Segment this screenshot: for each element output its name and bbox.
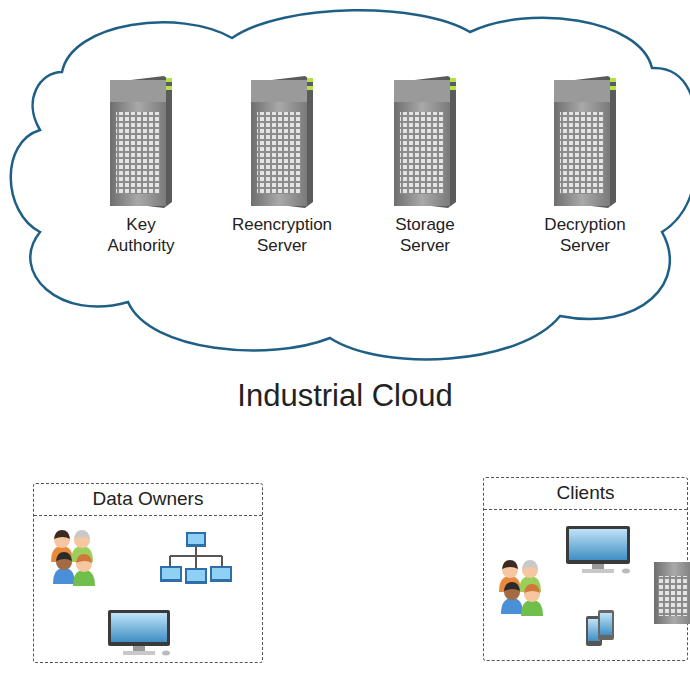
group-heading: Data Owners bbox=[34, 484, 262, 516]
server-icon bbox=[247, 74, 317, 210]
server-icon bbox=[106, 74, 176, 210]
computer-icon bbox=[564, 524, 632, 576]
cloud-region: Industrial Cloud Key Authority Reencryptio… bbox=[0, 0, 690, 420]
server-label: Decryption Server bbox=[526, 214, 644, 256]
computer-icon bbox=[106, 608, 172, 658]
server-label: Reencryption Server bbox=[222, 214, 342, 256]
cloud-title: Industrial Cloud bbox=[0, 378, 690, 414]
server-label-text: Reencryption Server bbox=[230, 214, 334, 256]
people-icon bbox=[48, 530, 98, 588]
group-box: Data Owners bbox=[33, 483, 263, 663]
server-icon bbox=[390, 74, 460, 210]
server-icon bbox=[652, 560, 690, 626]
server-label-text: Decryption Server bbox=[542, 214, 627, 256]
server-label-text: Key Authority bbox=[105, 214, 176, 256]
server-label: Key Authority bbox=[82, 214, 200, 256]
server-icon bbox=[550, 74, 620, 210]
phone-icon bbox=[584, 608, 616, 648]
network-icon bbox=[160, 530, 234, 586]
server-label-text: Storage Server bbox=[393, 214, 457, 256]
group-box: Clients bbox=[483, 477, 688, 661]
people-icon bbox=[496, 560, 546, 618]
group-heading: Clients bbox=[484, 478, 687, 510]
server-label: Storage Server bbox=[366, 214, 484, 256]
